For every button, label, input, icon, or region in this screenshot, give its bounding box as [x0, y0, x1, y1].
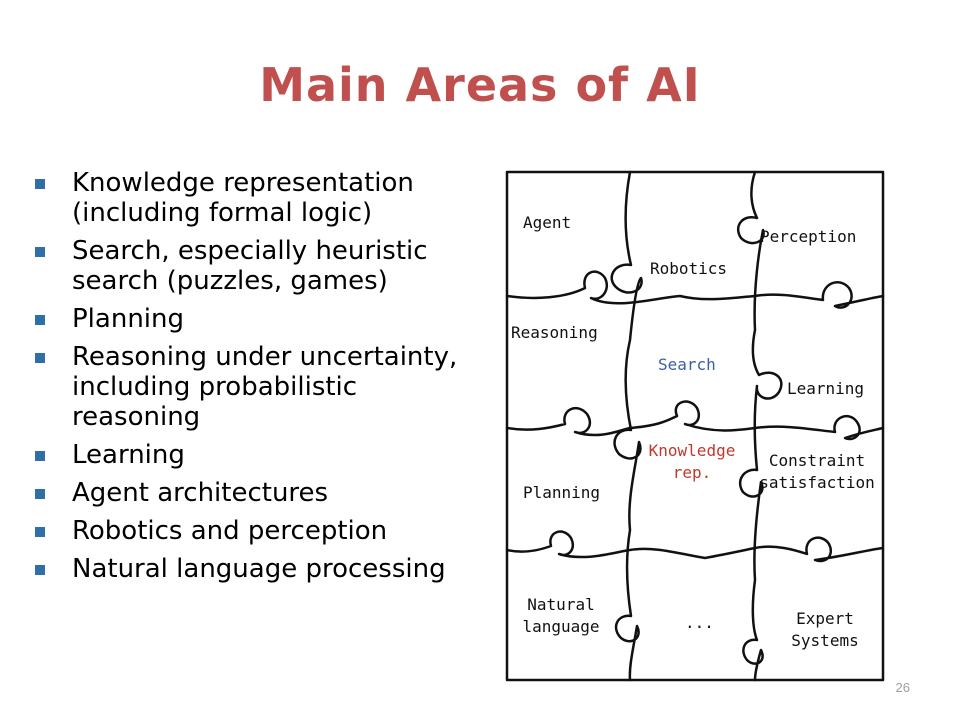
puzzle-label-search: Search: [658, 355, 716, 374]
puzzle-label-knowledge-line1: Knowledge: [648, 441, 736, 460]
slide-title: Main Areas of AI: [259, 58, 701, 112]
puzzle-seam-horizontal-2: [505, 400, 885, 441]
bullet-text: Knowledge representation (including form…: [72, 168, 414, 228]
bullet-text: Robotics and perception: [72, 516, 388, 546]
puzzle-label-natural-language: Natural language: [507, 594, 615, 638]
bullet-item: Search, especially heuristic search (puz…: [30, 236, 470, 296]
square-bullet-icon: [35, 451, 45, 461]
puzzle-label-knowledge-rep: Knowledge rep.: [633, 440, 751, 484]
jigsaw-puzzle: Agent Perception Robotics Reasoning Sear…: [505, 170, 885, 682]
puzzle-label-constraint-line2: satisfaction: [759, 473, 875, 492]
bullet-text: Search, especially heuristic search (puz…: [72, 236, 428, 296]
bullet-text: Reasoning under uncertainty, including p…: [72, 342, 458, 432]
puzzle-label-natural-line2: language: [522, 617, 600, 636]
puzzle-label-ellipsis: ...: [685, 613, 714, 632]
puzzle-label-perception: Perception: [760, 227, 857, 246]
bullet-text: Agent architectures: [72, 478, 329, 508]
square-bullet-icon: [35, 247, 45, 257]
bullet-item: Knowledge representation (including form…: [30, 168, 470, 228]
bullet-item: Robotics and perception: [30, 516, 470, 546]
puzzle-label-expert-line1: Expert: [796, 609, 854, 628]
puzzle-label-learning: Learning: [787, 379, 865, 398]
square-bullet-icon: [35, 527, 45, 537]
puzzle-border: [505, 170, 885, 682]
puzzle-label-robotics: Robotics: [650, 259, 728, 278]
puzzle-label-natural-line1: Natural: [527, 595, 595, 614]
page-number: 26: [895, 680, 910, 695]
bullet-text: Learning: [72, 440, 185, 470]
puzzle-outline: [505, 170, 885, 682]
puzzle-label-expert-line2: Systems: [791, 631, 859, 650]
puzzle-label-planning: Planning: [523, 483, 601, 502]
puzzle-label-constraint-line1: Constraint: [768, 451, 866, 470]
bullet-list: Knowledge representation (including form…: [30, 168, 470, 592]
puzzle-label-expert-systems: Expert Systems: [773, 608, 877, 652]
puzzle-label-knowledge-line2: rep.: [672, 463, 712, 482]
puzzle-seam-vertical-left: [610, 170, 643, 682]
square-bullet-icon: [35, 489, 45, 499]
bullet-item: Planning: [30, 304, 470, 334]
square-bullet-icon: [35, 565, 45, 575]
bullet-text: Natural language processing: [72, 554, 446, 584]
puzzle-seam-horizontal-1: [505, 270, 885, 309]
bullet-item: Agent architectures: [30, 478, 470, 508]
bullet-item: Reasoning under uncertainty, including p…: [30, 342, 470, 432]
puzzle-label-agent: Agent: [523, 213, 572, 232]
bullet-text: Planning: [72, 304, 184, 334]
square-bullet-icon: [35, 353, 45, 363]
puzzle-seam-horizontal-3: [505, 530, 885, 563]
bullet-item: Natural language processing: [30, 554, 470, 584]
puzzle-label-constraint-satisfaction: Constraint satisfaction: [749, 450, 885, 494]
puzzle-label-reasoning: Reasoning: [511, 323, 598, 342]
bullet-item: Learning: [30, 440, 470, 470]
square-bullet-icon: [35, 315, 45, 325]
square-bullet-icon: [35, 179, 45, 189]
